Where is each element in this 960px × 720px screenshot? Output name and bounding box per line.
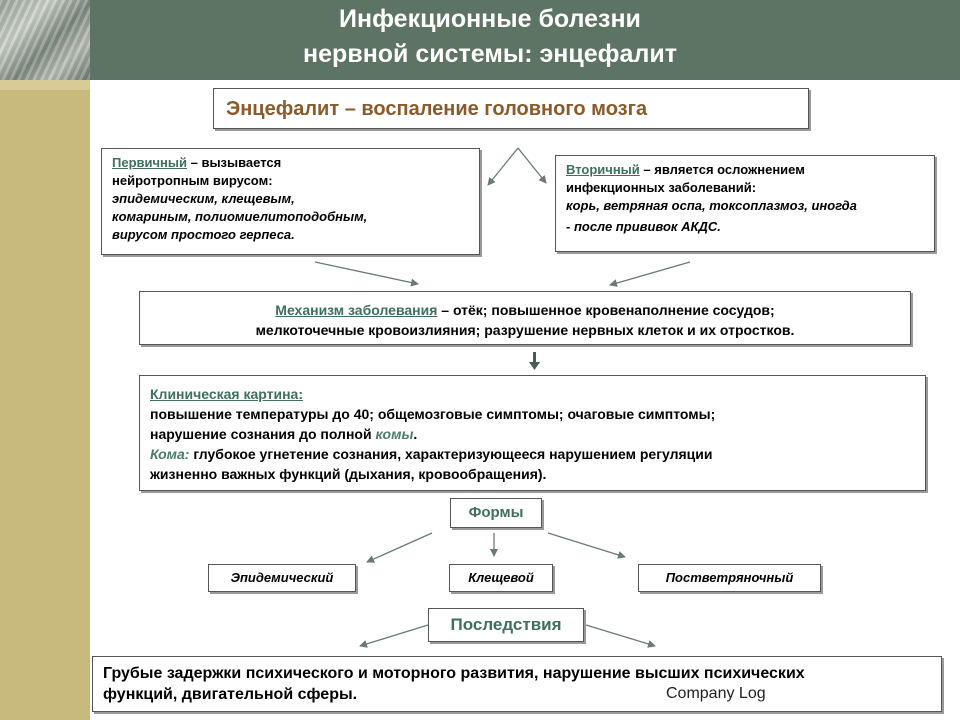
arrow-mechanism-to-clinic-shaft — [533, 352, 536, 363]
secondary-line-1: – является осложнением — [639, 162, 805, 177]
clinic-line-5: жизненно важных функций (дыхания, кровоо… — [150, 466, 547, 482]
form-epidemic-label: Эпидемический — [230, 570, 334, 585]
arrow-mechanism-to-clinic-head — [529, 362, 540, 370]
arrow-primary-to-mechanism — [314, 261, 419, 287]
forms-label: Формы — [468, 504, 524, 521]
form-tick-borne-label: Клещевой — [468, 570, 534, 585]
clinic-line-4: глубокое угнетение сознания, характеризу… — [189, 446, 713, 462]
primary-encephalitis-box: Первичный – вызывается нейротропным виру… — [101, 148, 480, 255]
mechanism-line-1: – отёк; повышенное кровенаполнение сосуд… — [437, 302, 775, 318]
mechanism-term: Механизм заболевания — [275, 302, 438, 318]
left-sidebar — [0, 80, 90, 720]
definition-box: Энцефалит – воспаление головного мозга — [213, 88, 809, 129]
arrow-cons-right — [585, 624, 656, 648]
coma-term-inline: комы — [375, 426, 414, 442]
arrow-to-secondary — [517, 147, 547, 184]
form-post-varicella: Постветряночный — [638, 564, 821, 592]
arrow-cons-left — [359, 624, 429, 648]
arrow-to-primary — [487, 147, 519, 186]
primary-line-1: – вызывается — [187, 155, 282, 170]
forms-box: Формы — [450, 498, 542, 528]
secondary-line-3: корь, ветряная оспа, токсоплазмоз, иногд… — [566, 198, 857, 213]
secondary-term: Вторичный — [566, 162, 640, 177]
form-tick-borne: Клещевой — [449, 564, 553, 592]
result-line-2: функций, двигательной сферы. — [103, 686, 358, 703]
consequences-result-box: Грубые задержки психического и моторного… — [92, 656, 942, 712]
arrow-forms-to-postvaricella — [547, 532, 626, 559]
form-epidemic: Эпидемический — [208, 564, 356, 592]
consequences-label: Последствия — [450, 615, 562, 634]
header-image — [0, 0, 90, 80]
primary-line-5: вирусом простого герпеса. — [112, 227, 295, 242]
clinical-picture-box: Клиническая картина: повышение температу… — [139, 375, 926, 491]
consequences-box: Последствия — [428, 608, 584, 642]
clinic-term: Клиническая картина: — [150, 386, 304, 402]
header-bar: Инфекционные болезни нервной системы: эн… — [0, 0, 960, 80]
secondary-line-4: - после прививок АКДС. — [566, 219, 721, 234]
coma-term: Кома: — [150, 446, 190, 462]
secondary-encephalitis-box: Вторичный – является осложнением инфекци… — [555, 155, 935, 252]
secondary-line-2: инфекционных заболеваний: — [566, 180, 757, 195]
title-line-1: Инфекционные болезни — [339, 5, 641, 33]
result-line-1: Грубые задержки психического и моторного… — [103, 665, 805, 682]
company-logo-text: Company Log — [666, 685, 766, 702]
mechanism-line-2: мелкоточечные кровоизлияния; разрушение … — [255, 322, 795, 338]
primary-term: Первичный — [112, 155, 187, 170]
mechanism-box: Механизм заболевания – отёк; повышенное … — [139, 291, 911, 345]
arrow-forms-to-epidemic — [366, 532, 433, 563]
left-sidebar-highlight — [0, 80, 90, 90]
arrow-secondary-to-mechanism — [609, 261, 691, 287]
clinic-line-2: повышение температуры до 40; общемозговы… — [150, 406, 716, 422]
clinic-line-3-start: нарушение сознания до полной — [150, 426, 376, 442]
title-line-2: нервной системы: энцефалит — [303, 40, 677, 68]
primary-line-3: эпидемическим, клещевым, — [112, 191, 295, 206]
slide-title: Инфекционные болезни нервной системы: эн… — [150, 2, 830, 72]
primary-line-4: комариным, полиомиелитоподобным, — [112, 209, 368, 224]
clinic-line-3-end: . — [413, 426, 418, 442]
definition-text: Энцефалит – воспаление головного мозга — [226, 98, 648, 120]
form-post-varicella-label: Постветряночный — [665, 570, 794, 585]
primary-line-2: нейротропным вирусом: — [112, 173, 273, 188]
